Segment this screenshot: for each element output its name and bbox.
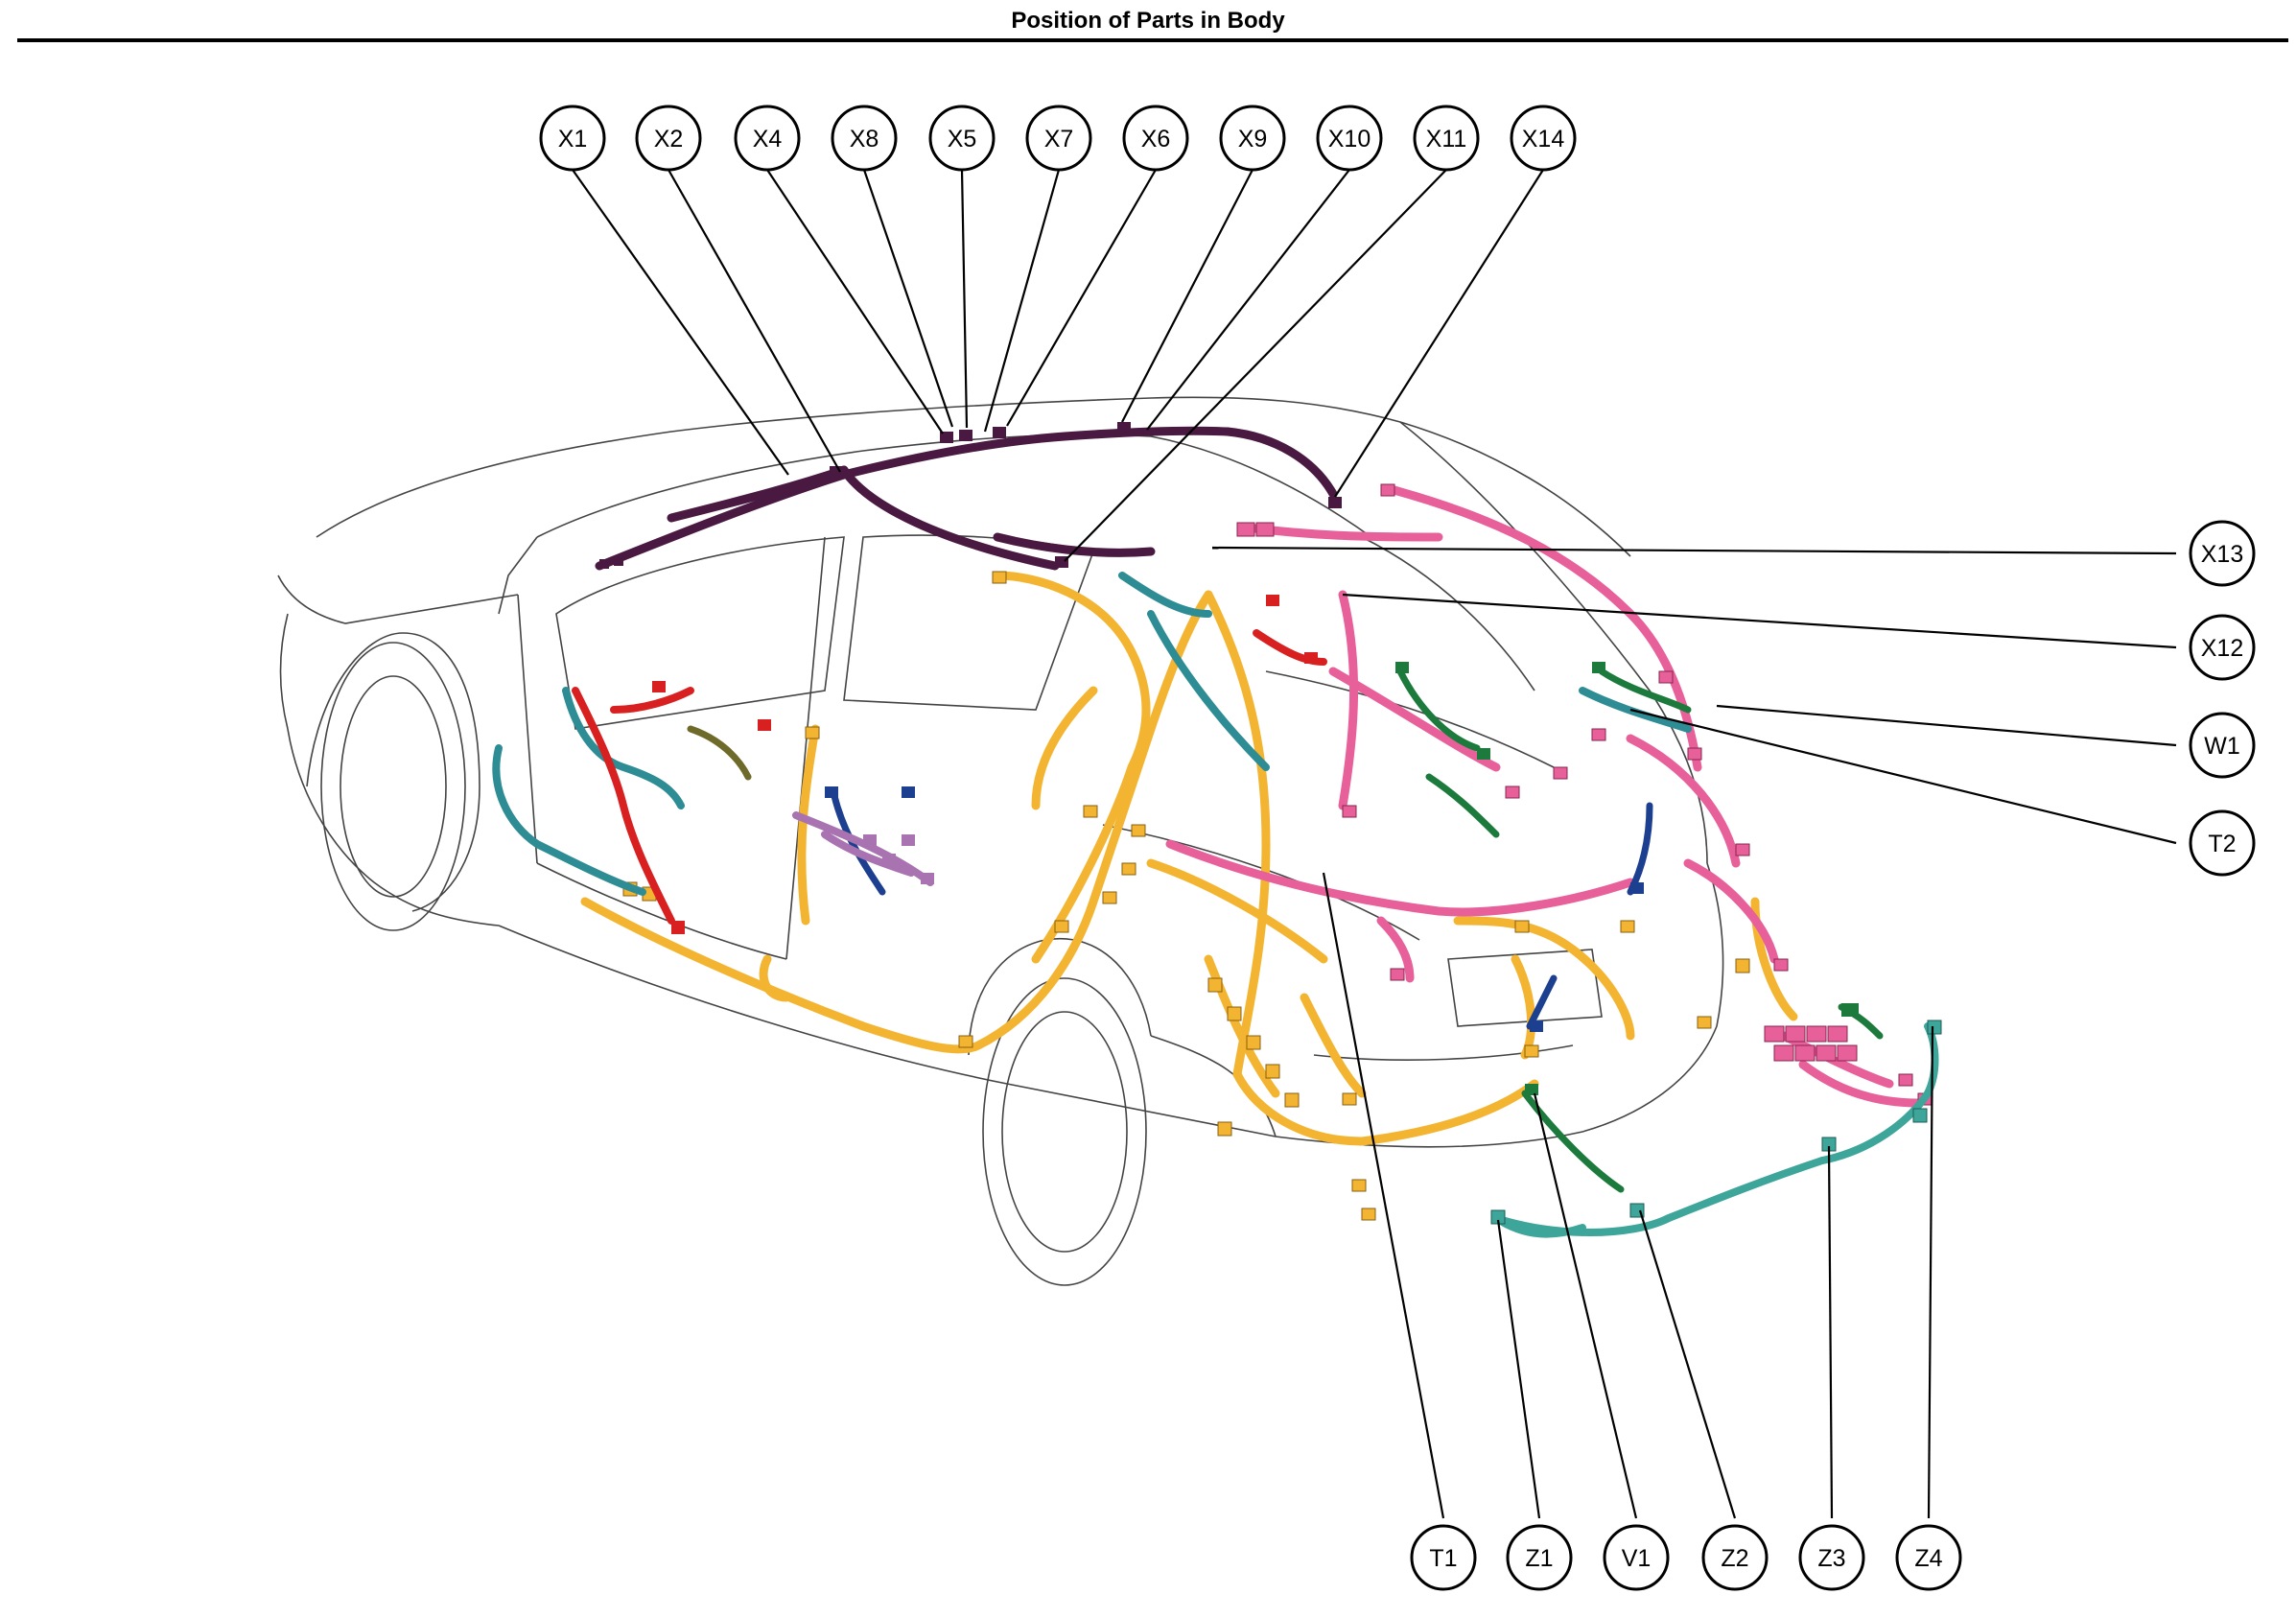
callout-X10: X10	[1316, 105, 1383, 172]
roof-harness	[595, 426, 1338, 571]
callout-X8: X8	[831, 105, 898, 172]
callout-X6: X6	[1122, 105, 1189, 172]
callout-label: X6	[1141, 126, 1171, 152]
callout-X12: X12	[2189, 614, 2256, 681]
orange-connectors	[622, 571, 1750, 1221]
callout-T1: T1	[1410, 1524, 1477, 1591]
callout-V1: V1	[1603, 1524, 1670, 1591]
callout-label: Z4	[1914, 1545, 1942, 1572]
callout-X2: X2	[635, 105, 702, 172]
green-connectors	[1395, 662, 1859, 1095]
callout-label: X7	[1044, 126, 1074, 152]
title-underline	[17, 38, 2288, 42]
callout-leader-lines	[572, 169, 2177, 1519]
callout-X9: X9	[1219, 105, 1286, 172]
callout-label: X11	[1426, 126, 1467, 152]
callout-label: X12	[2201, 635, 2243, 662]
blue-connectors	[825, 786, 1644, 1032]
callout-X7: X7	[1025, 105, 1092, 172]
callout-label: Z2	[1721, 1545, 1748, 1572]
callout-Z4: Z4	[1895, 1524, 1962, 1591]
callout-label: X2	[654, 126, 684, 152]
roof-connectors	[599, 422, 1342, 569]
callout-X1: X1	[539, 105, 606, 172]
callout-label: X14	[1522, 126, 1565, 152]
callout-label: X5	[948, 126, 977, 152]
lavender-connectors	[863, 834, 934, 884]
callout-X13: X13	[2189, 520, 2256, 587]
pink-connectors	[1236, 483, 1933, 1106]
callout-W1: W1	[2189, 712, 2256, 779]
callout-label: X10	[1328, 126, 1371, 152]
green-harness	[1396, 668, 1884, 1193]
rear-harness-pink	[1165, 484, 1923, 1108]
callout-label: V1	[1622, 1545, 1652, 1572]
callout-Z1: Z1	[1506, 1524, 1573, 1591]
rear-floor-harness-sea-green	[1492, 1022, 1939, 1238]
callout-label: X4	[753, 126, 783, 152]
callout-X4: X4	[734, 105, 801, 172]
callout-label: T2	[2208, 831, 2236, 857]
callout-label: X8	[850, 126, 879, 152]
callout-X5: X5	[928, 105, 996, 172]
callout-Z2: Z2	[1701, 1524, 1769, 1591]
callout-label: T1	[1429, 1545, 1457, 1572]
callout-label: W1	[2204, 733, 2240, 760]
olive-harness	[687, 725, 752, 781]
callout-T2: T2	[2189, 809, 2256, 877]
callout-X14: X14	[1510, 105, 1577, 172]
callout-label: X9	[1238, 126, 1268, 152]
page-title: Position of Parts in Body	[1011, 8, 1285, 34]
left-door-harness-red	[572, 629, 1327, 925]
floor-harness-orange	[580, 571, 1798, 1146]
callout-label: X13	[2201, 541, 2243, 568]
callout-label: Z1	[1525, 1545, 1553, 1572]
callout-label: X1	[558, 126, 588, 152]
callout-Z3: Z3	[1798, 1524, 1865, 1591]
rear-door-harness-lavender	[792, 811, 934, 886]
teal-harness	[492, 572, 1692, 896]
callout-label: Z3	[1817, 1545, 1845, 1572]
callout-X11: X11	[1413, 105, 1480, 172]
red-connectors	[652, 595, 1318, 934]
